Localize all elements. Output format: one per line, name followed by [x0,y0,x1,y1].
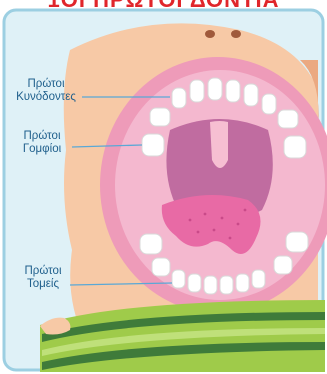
nostril-right [231,30,241,38]
title-strip: 1ΟΙ ΠΡΩΤΟΙ ΔΟΝΤΙΑ [0,0,327,12]
nostril-left [205,30,215,38]
uvula [210,121,228,168]
diagram-title: 1ΟΙ ΠΡΩΤΟΙ ΔΟΝΤΙΑ [0,0,327,12]
